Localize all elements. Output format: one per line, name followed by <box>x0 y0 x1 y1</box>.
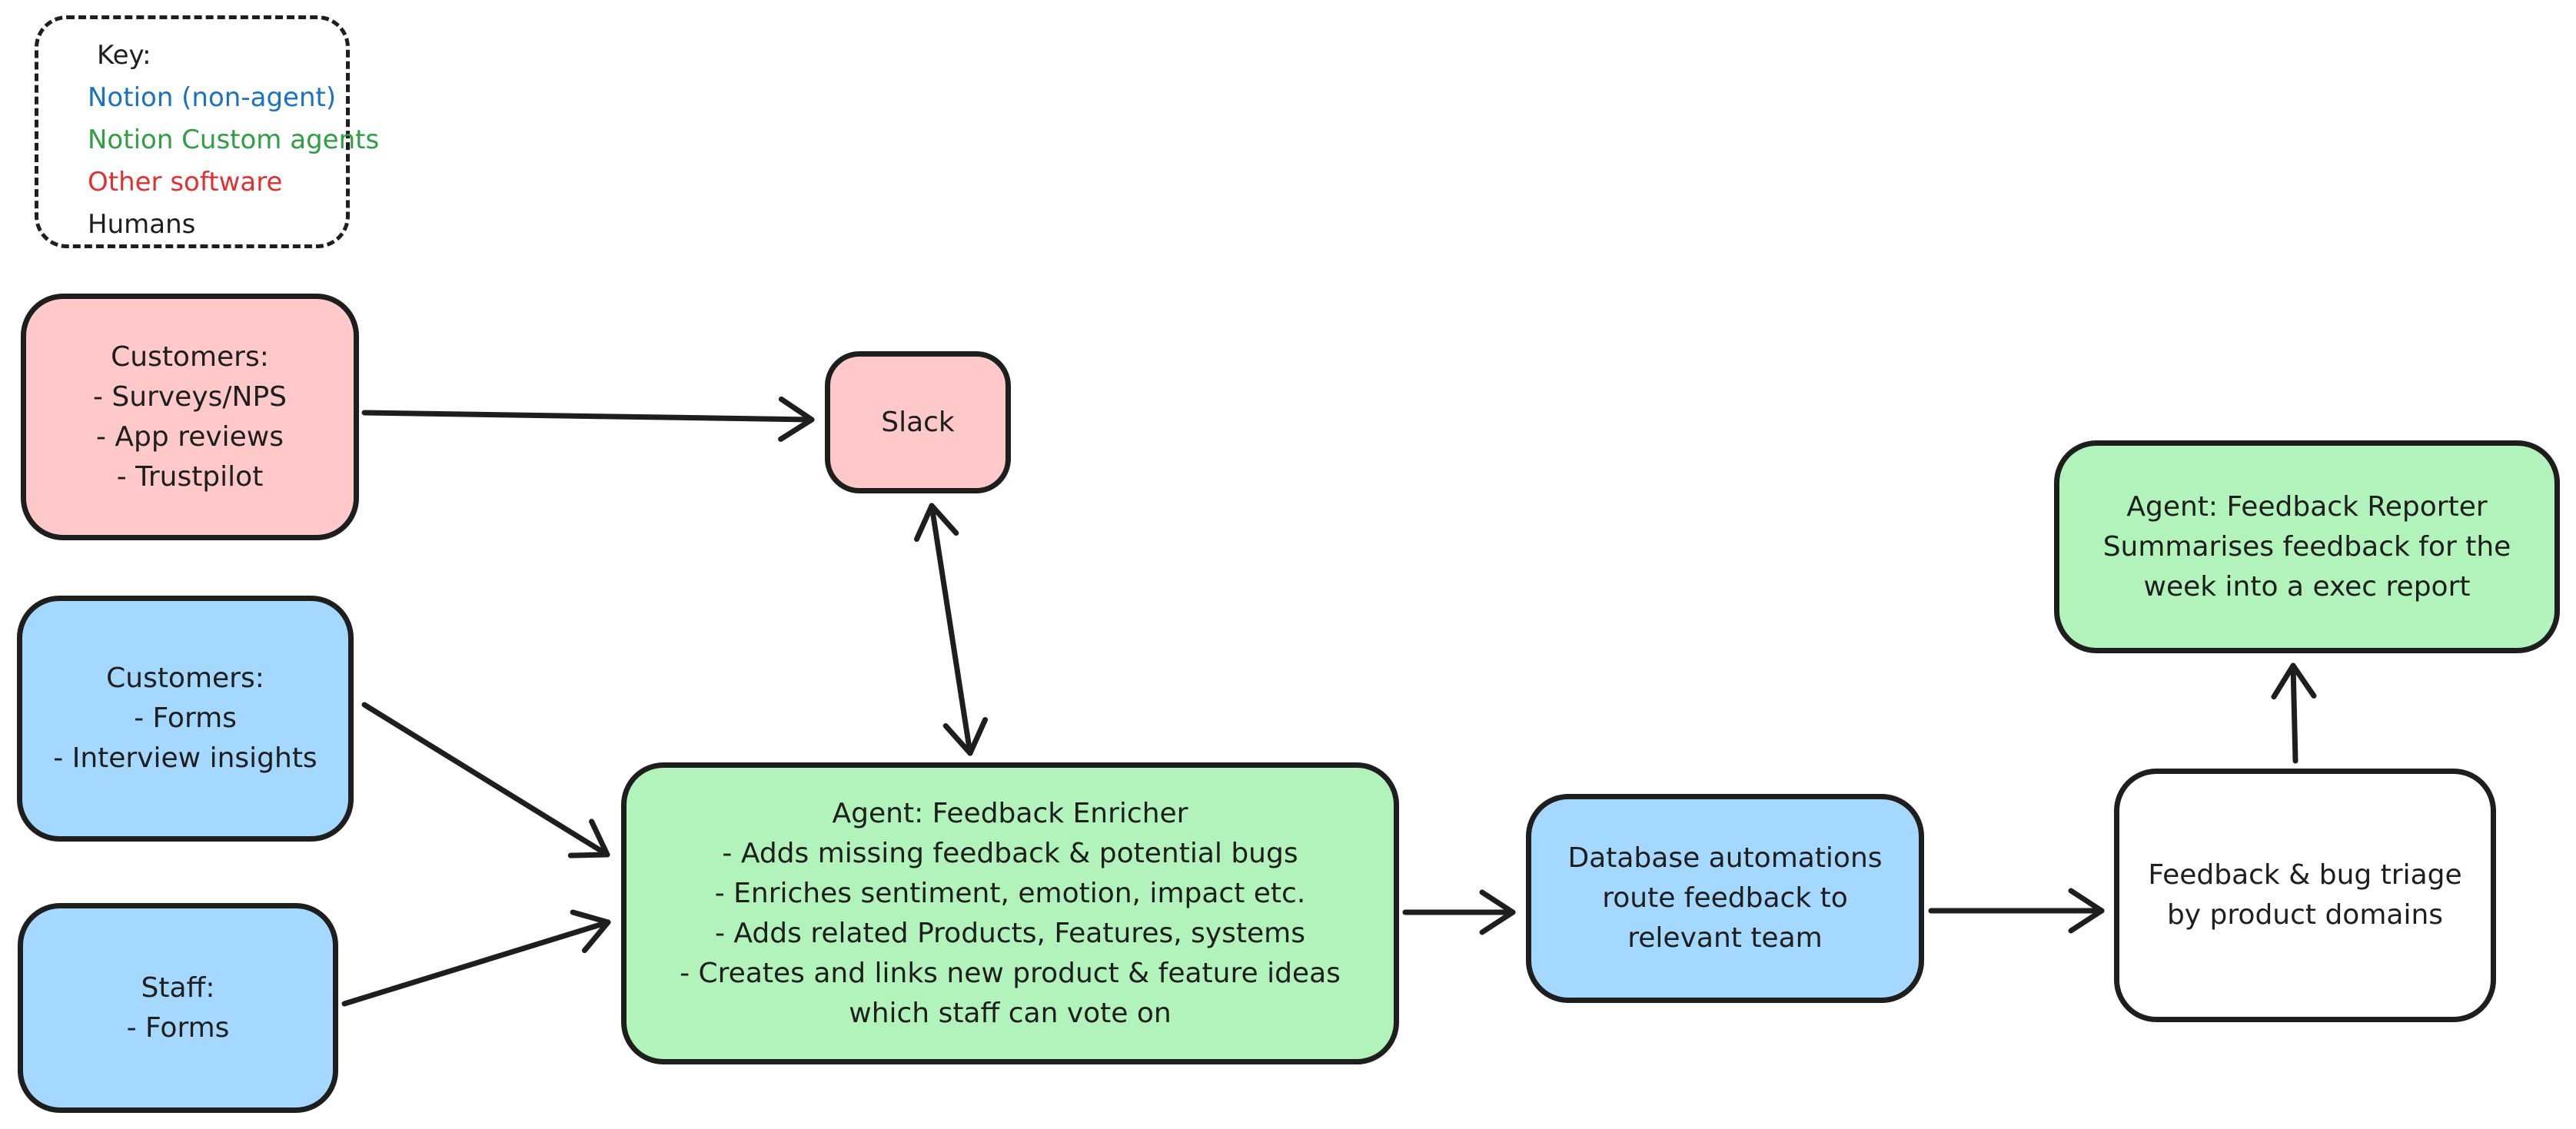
node-label-line: Staff: <box>141 971 215 1004</box>
node-label-line: route feedback to <box>1602 882 1848 914</box>
node-label-line: Feedback & bug triage <box>2148 859 2462 891</box>
node-slack: Slack <box>825 351 1011 493</box>
legend-item-humans: Humans <box>88 209 196 240</box>
arrow-triage-to-reporter <box>2271 662 2317 764</box>
node-label-line: - Surveys/NPS <box>92 380 288 413</box>
node-label-line: Customers: <box>111 340 269 373</box>
node-label-line: - Forms <box>134 702 237 734</box>
legend-item-notion-custom-agents: Notion Custom agents <box>88 125 380 155</box>
arrow-staff-to-enricher <box>341 909 611 1007</box>
node-label-line: - Forms <box>126 1011 230 1044</box>
node-label-line: relevant team <box>1627 922 1823 954</box>
node-customers-notion: Customers: - Forms - Interview insights <box>17 596 354 842</box>
node-customers-external: Customers: - Surveys/NPS - App reviews -… <box>21 294 359 540</box>
node-label-line: - Interview insights <box>53 742 317 774</box>
node-agent-feedback-reporter: Agent: Feedback Reporter Summarises feed… <box>2054 440 2560 653</box>
node-staff: Staff: - Forms <box>18 903 338 1113</box>
node-label-line: - Enriches sentiment, emotion, impact et… <box>714 877 1306 909</box>
node-feedback-bug-triage: Feedback & bug triage by product domains <box>2114 769 2496 1022</box>
node-label-line: by product domains <box>2166 899 2444 931</box>
node-label-line: - Adds related Products, Features, syste… <box>714 917 1306 949</box>
legend-box: Key: Notion (non-agent) Notion Custom ag… <box>35 15 380 248</box>
node-label-line: Database automations <box>1567 842 1883 874</box>
legend-item-other-software: Other software <box>88 167 283 198</box>
node-label-line: Summarises feedback for the <box>2102 530 2511 563</box>
node-label-line: week into a exec report <box>2143 570 2471 603</box>
node-label-line: Agent: Feedback Enricher <box>832 797 1188 829</box>
arrow-customers-notion-to-enricher <box>361 702 610 858</box>
legend-title: Key: <box>97 40 151 71</box>
arrow-customers-external-to-slack <box>361 396 815 442</box>
node-database-automations: Database automations route feedback to r… <box>1526 794 1924 1003</box>
node-label-line: which staff can vote on <box>849 997 1172 1029</box>
legend-item-notion-non-agent: Notion (non-agent) <box>88 82 337 113</box>
node-label-line: - Adds missing feedback & potential bugs <box>722 837 1298 869</box>
node-label-line: - App reviews <box>95 420 284 453</box>
node-agent-feedback-enricher: Agent: Feedback Enricher - Adds missing … <box>621 762 1399 1064</box>
arrow-slack-enricher-bidirectional <box>913 503 989 756</box>
node-label-line: - Trustpilot <box>116 460 264 493</box>
node-label-line: - Creates and links new product & featur… <box>680 957 1341 989</box>
node-label-line: Customers: <box>106 662 264 694</box>
node-label-line: Agent: Feedback Reporter <box>2126 490 2488 523</box>
node-label-line: Slack <box>881 406 955 438</box>
